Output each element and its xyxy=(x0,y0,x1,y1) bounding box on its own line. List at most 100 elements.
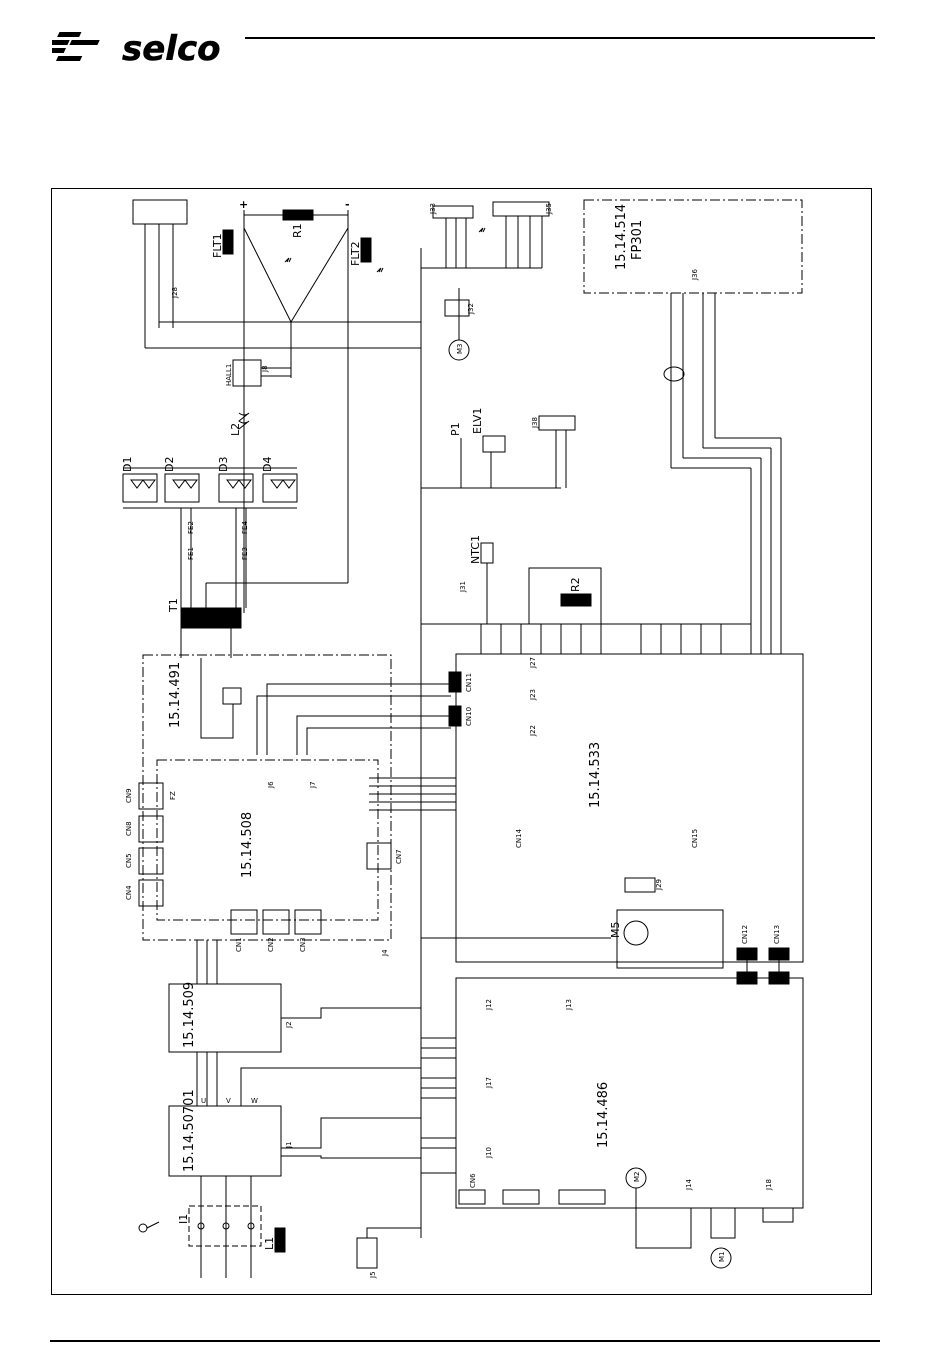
board-label-533: 15.14.533 xyxy=(588,742,603,808)
label-j22: J22 xyxy=(529,725,537,737)
label-r1: R1 xyxy=(291,223,304,238)
connector-j8-bottom xyxy=(356,1237,378,1269)
label-flt2: FLT2 xyxy=(349,241,362,266)
connector-j29 xyxy=(624,877,656,893)
diagram-frame xyxy=(51,188,872,1295)
label-cn14: CN14 xyxy=(515,828,523,848)
label-j33: J33 xyxy=(429,203,437,215)
label-m5: M5 xyxy=(609,922,622,939)
connector-cn4 xyxy=(138,879,164,907)
connector-cn13 xyxy=(768,947,790,961)
label-cn10: CN10 xyxy=(465,707,473,726)
label-minus: - xyxy=(345,198,350,211)
label-j6: J6 xyxy=(267,781,275,789)
label-fe1: FE1 xyxy=(187,547,195,560)
label-j23: J23 xyxy=(529,689,537,701)
sensor-ntc1 xyxy=(480,542,494,564)
board-label-508: 15.14.508 xyxy=(240,812,255,878)
filter-flt1 xyxy=(222,229,234,255)
label-l2: L2 xyxy=(229,423,242,436)
diode-d1 xyxy=(122,473,158,503)
board-label-491: 15.14.491 xyxy=(168,662,183,728)
label-hall: HALL1 xyxy=(225,364,233,386)
fan-motor-m1 xyxy=(710,1247,732,1269)
board-outline-508 xyxy=(156,759,379,921)
label-cn4: CN4 xyxy=(125,885,133,900)
label-v: V xyxy=(226,1097,231,1105)
switch-symbol-icon xyxy=(138,1223,148,1233)
transformer-t1 xyxy=(180,607,242,629)
label-cn9: CN9 xyxy=(125,788,133,803)
label-j14: J14 xyxy=(685,1178,693,1191)
label-cn1: CN1 xyxy=(235,937,243,952)
label-m2: M2 xyxy=(633,1172,641,1183)
connector-cn6 xyxy=(458,1189,486,1205)
label-cn15: CN15 xyxy=(691,829,699,848)
diode-d4 xyxy=(262,473,298,503)
label-cn5: CN5 xyxy=(125,853,133,868)
board-label-50701: 15.14.50701 xyxy=(182,1089,197,1172)
connector-cn9 xyxy=(138,782,164,810)
label-cn8: CN8 xyxy=(125,821,133,836)
label-ntc1: NTC1 xyxy=(469,535,482,564)
label-j29: J29 xyxy=(655,879,663,891)
label-j17: J17 xyxy=(485,1077,493,1089)
connector-cn12 xyxy=(736,947,758,961)
label-flt1: FLT1 xyxy=(211,233,224,258)
label-d4: D4 xyxy=(261,457,274,472)
label-j10: J10 xyxy=(485,1147,493,1159)
label-j36: J36 xyxy=(691,268,699,281)
label-t1: T1 xyxy=(167,598,180,613)
label-cn7: CN7 xyxy=(395,849,403,864)
connector-cn1-508 xyxy=(230,909,258,935)
connector-cn5 xyxy=(138,847,164,875)
diode-d3 xyxy=(218,473,254,503)
fan-motor-m5 xyxy=(623,920,649,946)
inductor-l1 xyxy=(274,1227,286,1253)
board-label-509: 15.14.509 xyxy=(182,982,197,1048)
connector-cn8-486 xyxy=(558,1189,606,1205)
label-w: W xyxy=(251,1097,258,1105)
label-j5: J5 xyxy=(369,1271,377,1279)
connector-cn12-486 xyxy=(736,971,758,985)
connector-cn11 xyxy=(448,671,462,693)
label-j38: J38 xyxy=(531,417,539,429)
label-cn6: CN6 xyxy=(469,1173,477,1188)
valve-elv1 xyxy=(482,435,506,453)
header-rule xyxy=(245,37,875,39)
resistor-r1 xyxy=(282,209,314,221)
label-cn13: CN13 xyxy=(773,925,781,944)
board-outline-491 xyxy=(142,654,392,941)
label-cn3: CN3 xyxy=(299,937,307,952)
connector-cn13-486 xyxy=(768,971,790,985)
connector-j33 xyxy=(432,205,474,219)
connector-cn10 xyxy=(448,705,462,727)
label-elv1: ELV1 xyxy=(471,408,484,434)
connector-cn9-486 xyxy=(502,1189,540,1205)
label-plus: + xyxy=(239,198,248,211)
label-d3: D3 xyxy=(217,457,230,472)
output-socket xyxy=(132,199,188,225)
connector-j36-bottom xyxy=(762,1207,794,1223)
selco-logo: selco xyxy=(52,29,221,68)
label-cn11: CN11 xyxy=(465,673,473,692)
label-i1: I1 xyxy=(177,1214,190,1224)
brand-text: selco xyxy=(122,29,220,68)
label-fe4: FE4 xyxy=(241,521,249,534)
connector-j35 xyxy=(492,201,550,217)
diode-d2 xyxy=(164,473,200,503)
connector-cn3-508 xyxy=(294,909,322,935)
label-fe2: FE2 xyxy=(187,521,195,534)
label-j32: J32 xyxy=(467,303,475,315)
board-outline-514 xyxy=(583,199,803,294)
label-cn12: CN12 xyxy=(741,925,749,944)
footer-rule xyxy=(50,1340,880,1342)
connector-cn7 xyxy=(366,842,392,870)
label-d2: D2 xyxy=(163,457,176,472)
board-label-486: 15.14.486 xyxy=(596,1082,611,1148)
board-outline-486 xyxy=(455,977,804,1209)
label-j27: J27 xyxy=(529,657,537,669)
label-j13: J13 xyxy=(565,999,573,1011)
current-transformer-ta xyxy=(222,687,242,705)
label-j7: J7 xyxy=(309,781,317,789)
